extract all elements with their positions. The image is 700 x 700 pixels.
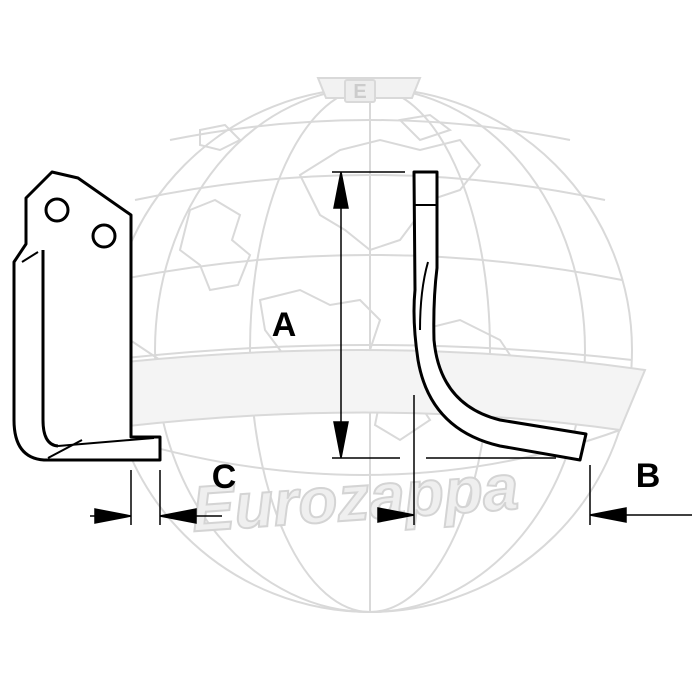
blade-front-view — [12, 170, 162, 462]
arrow-right-icon — [94, 508, 132, 524]
blade-side-view — [412, 170, 588, 462]
dimension-label-a: A — [272, 306, 297, 344]
dimension-label-c: C — [212, 458, 237, 496]
arrow-left-icon — [589, 507, 627, 523]
dimension-label-b: B — [636, 457, 661, 495]
watermark-wordmark: Eurozappa — [189, 451, 520, 546]
banner-ribbon — [53, 349, 647, 432]
logo-letter: E — [353, 81, 366, 103]
arrow-down-icon — [333, 421, 349, 459]
dimension-a — [332, 171, 405, 459]
dimension-c — [90, 470, 222, 525]
dimension-b — [377, 395, 692, 525]
arrow-right-icon — [377, 507, 415, 523]
eurozappa-logo-icon: E — [316, 77, 422, 103]
arrow-up-icon — [333, 171, 349, 209]
arrow-left-icon — [159, 508, 197, 524]
watermark: E — [53, 77, 647, 613]
mounting-hole-2 — [91, 223, 117, 249]
mounting-hole-1 — [44, 197, 70, 223]
